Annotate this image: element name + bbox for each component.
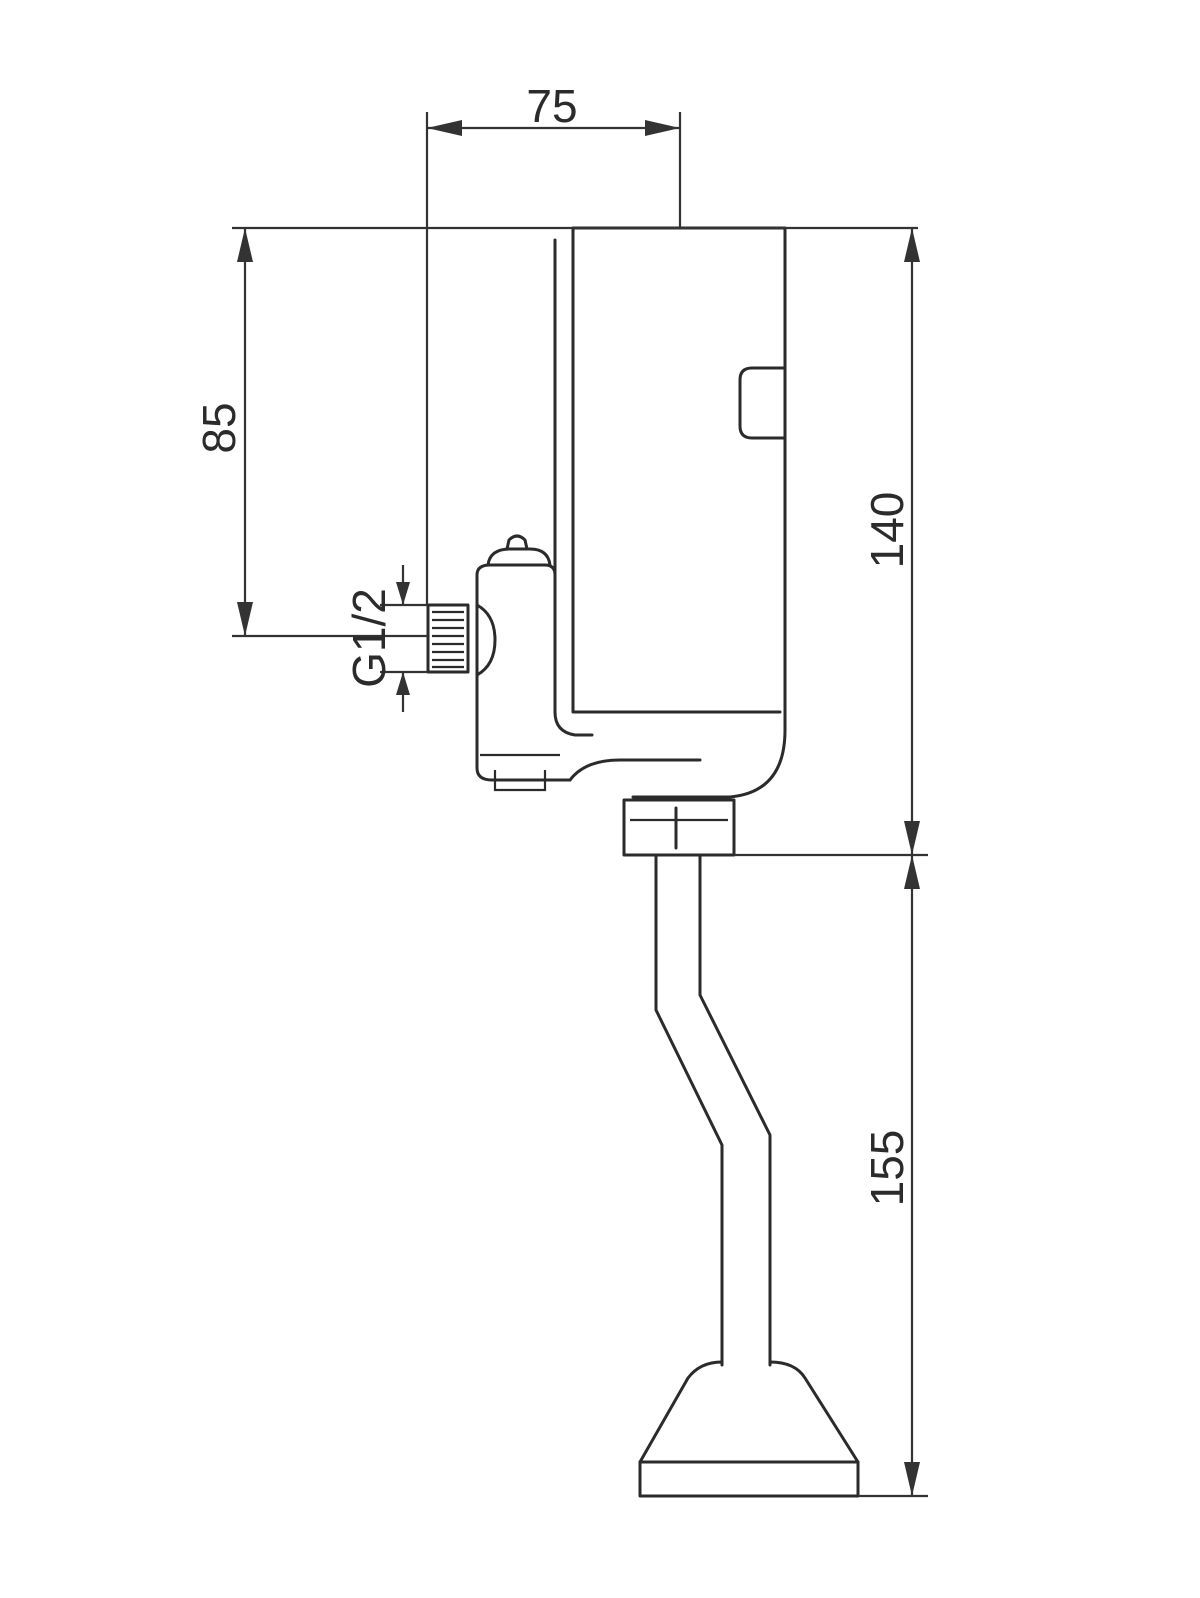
outlet-nut (622, 798, 736, 857)
dimension-75 (425, 112, 682, 228)
dimension-140 (734, 228, 928, 857)
valve-cap (505, 534, 529, 551)
dim-label-140: 140 (861, 492, 913, 569)
dim-label-g12: G1/2 (343, 588, 395, 688)
threaded-inlet (426, 603, 470, 674)
inlet-elbow (475, 534, 702, 792)
dimension-155 (858, 855, 928, 1498)
wall-rosette (638, 1360, 860, 1498)
dim-label-75: 75 (526, 80, 577, 132)
dimension-g12 (380, 565, 428, 712)
valve-body (553, 226, 787, 799)
sensor-window (738, 366, 787, 440)
dimension-85 (232, 225, 429, 638)
outlet-pipe (654, 853, 772, 1367)
dim-label-85: 85 (193, 402, 245, 453)
dim-label-155: 155 (861, 1130, 913, 1207)
